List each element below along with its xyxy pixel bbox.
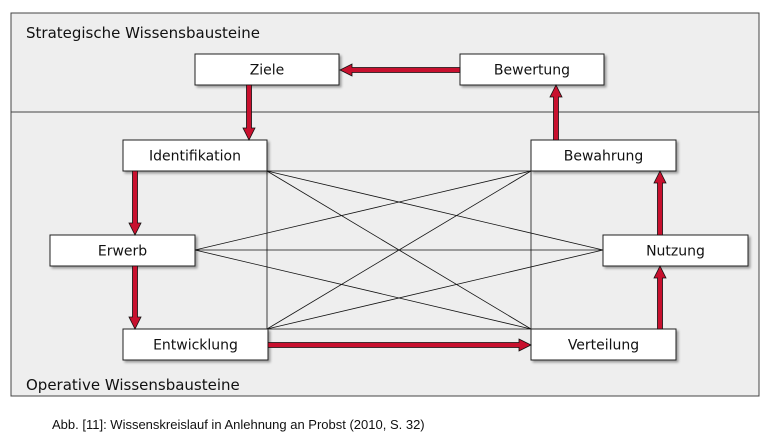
- arrow-ziele-to-identifikation: [242, 84, 256, 141]
- node-entwicklung-label: Entwicklung: [153, 338, 238, 354]
- node-bewertung: Bewertung: [459, 53, 605, 86]
- line-erwerb-verteilung: [194, 249, 532, 330]
- node-nutzung: Nutzung: [602, 234, 749, 267]
- arrow-erwerb-to-entwicklung: [128, 265, 142, 330]
- node-bewertung-label: Bewertung: [494, 63, 570, 79]
- line-entwicklung-nutzung: [266, 249, 604, 330]
- strategic-region-title: Strategische Wissensbausteine: [26, 24, 260, 42]
- node-verteilung: Verteilung: [530, 328, 677, 361]
- flow-arrows: [128, 63, 667, 352]
- node-bewahrung: Bewahrung: [530, 139, 677, 172]
- node-bewahrung-label: Bewahrung: [564, 149, 644, 165]
- node-nutzung-label: Nutzung: [646, 244, 705, 260]
- node-identifikation-label: Identifikation: [149, 149, 241, 165]
- arrow-entwicklung-to-verteilung: [267, 338, 532, 352]
- arrow-bewahrung-to-bewertung: [549, 84, 563, 141]
- arrow-bewertung-to-ziele: [339, 63, 461, 77]
- node-ziele-label: Ziele: [250, 63, 285, 79]
- node-entwicklung: Entwicklung: [122, 328, 269, 361]
- figure-caption: Abb. [11]: Wissenskreislauf in Anlehnung…: [52, 417, 425, 432]
- network-lines: [194, 170, 604, 330]
- node-identifikation: Identifikation: [122, 139, 268, 172]
- arrow-identifikation-to-erwerb: [128, 170, 142, 236]
- line-identifikation-nutzung: [266, 170, 604, 251]
- node-erwerb: Erwerb: [49, 234, 196, 267]
- line-erwerb-bewahrung: [194, 170, 532, 251]
- arrow-verteilung-to-nutzung: [653, 265, 667, 330]
- node-ziele: Ziele: [194, 53, 340, 86]
- operative-region-title: Operative Wissensbausteine: [26, 376, 240, 394]
- strategic-region: [10, 12, 760, 113]
- node-erwerb-label: Erwerb: [98, 244, 147, 260]
- arrow-nutzung-to-bewahrung: [653, 170, 667, 236]
- node-verteilung-label: Verteilung: [568, 338, 639, 354]
